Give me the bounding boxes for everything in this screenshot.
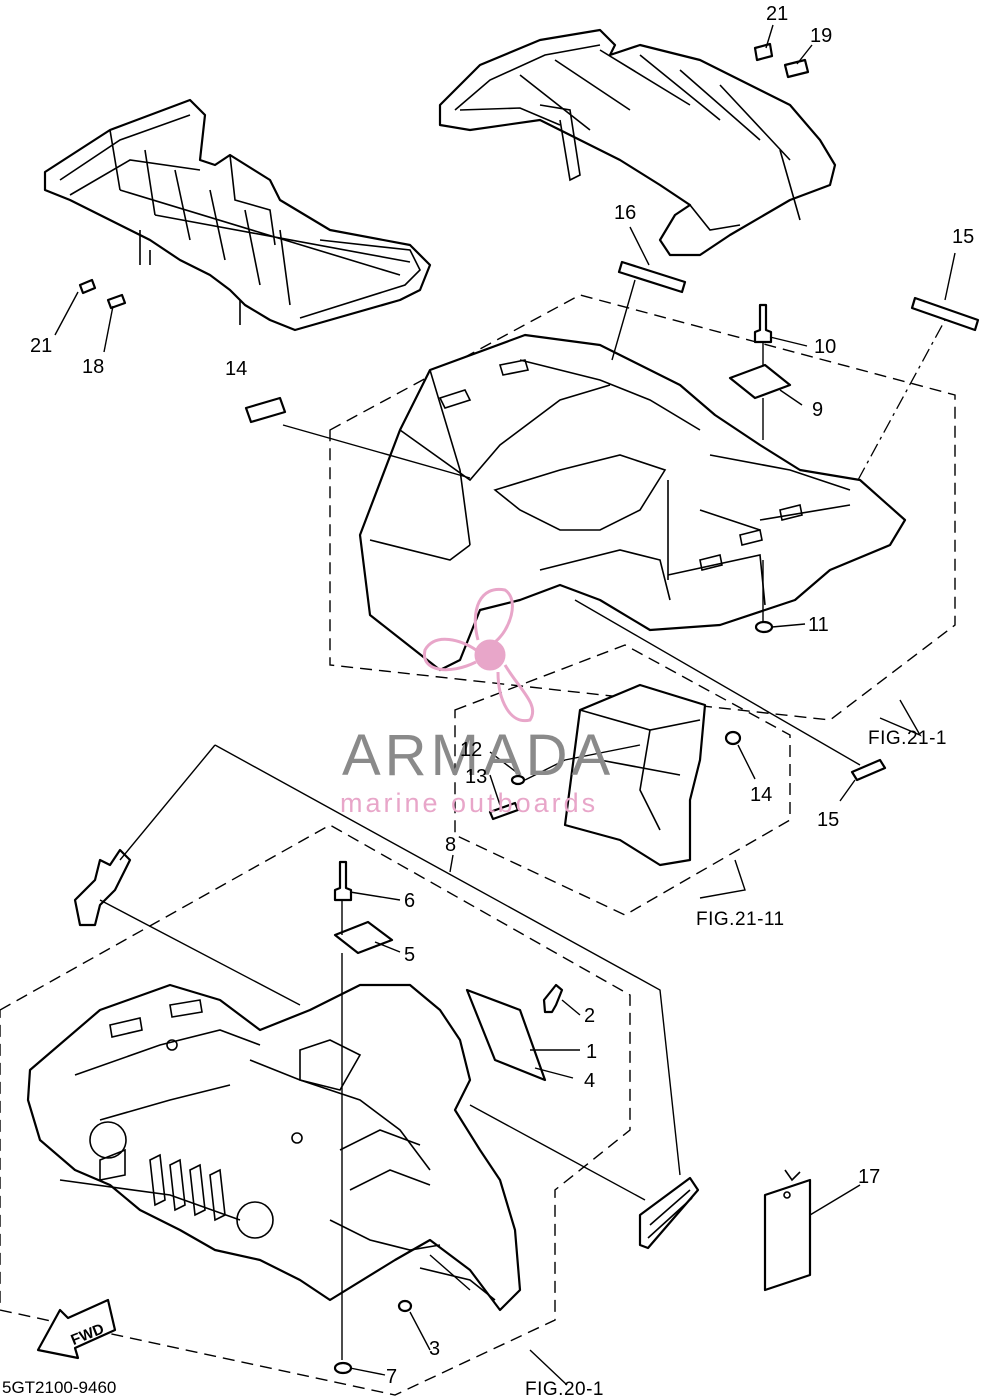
- callout-21-top: 21: [766, 3, 788, 25]
- rear-fender: [329, 294, 956, 721]
- decal-16: [910, 296, 980, 332]
- plate-5: [333, 920, 394, 955]
- washer-3: [397, 1299, 413, 1313]
- callout-7: 7: [386, 1366, 397, 1388]
- mud-flap: [454, 644, 791, 916]
- callout-13: 13: [465, 766, 487, 788]
- rivet-10: [753, 303, 773, 344]
- washer-11: [754, 620, 774, 634]
- callout-20: 19: [810, 25, 832, 47]
- fig-ref-21-11: FIG.21-11: [696, 909, 785, 930]
- bolt-13: [488, 801, 520, 821]
- front-carrier: [43, 98, 432, 332]
- front-fender: [0, 824, 631, 1396]
- rivet-2: [542, 983, 564, 1014]
- watermark-subtitle: marine outboards: [340, 788, 598, 818]
- reflector-15-lower: [850, 758, 887, 782]
- rear-carrier: [438, 28, 837, 257]
- callout-12: 12: [460, 739, 482, 761]
- callout-2: 2: [584, 1005, 595, 1027]
- watermark-title: ARMADA: [342, 723, 614, 788]
- fig-ref-20-1: FIG.20-1: [525, 1379, 604, 1400]
- callout-18: 17: [858, 1166, 880, 1188]
- front-carrier-labels: [78, 278, 127, 310]
- callout-14: 14: [750, 784, 772, 806]
- callout-19: 18: [82, 356, 104, 378]
- callout-11: 11: [808, 614, 829, 636]
- callout-4: 4: [584, 1070, 595, 1092]
- rivet-6: [333, 860, 353, 902]
- callout-15-lower: 15: [817, 809, 839, 831]
- callout-5: 5: [404, 944, 415, 966]
- washer-14: [724, 730, 742, 746]
- callout-15-upper: 14: [225, 358, 247, 380]
- callout-10: 10: [814, 336, 836, 358]
- propeller-logo: [423, 587, 535, 723]
- plate-9: [728, 363, 792, 400]
- diagram-code: 5GT2100-9460: [2, 1378, 116, 1397]
- leader-lines: [54, 24, 956, 1386]
- fig-ref-21-1: FIG.21-1: [868, 728, 947, 749]
- reflector-15-upper: [244, 396, 287, 424]
- plate-1: [465, 988, 547, 1082]
- callout-numbers: 21 19 16 15 21 18 14 10 9 11 12 13 14 15…: [30, 3, 974, 1388]
- callout-16: 15: [952, 226, 974, 248]
- callout-21-left: 21: [30, 335, 52, 357]
- tag-18: [763, 1169, 812, 1292]
- callout-3: 3: [429, 1338, 440, 1360]
- callout-1: 1: [586, 1041, 597, 1063]
- watermark: ARMADA marine outboards: [340, 587, 614, 818]
- washer-7: [333, 1361, 353, 1375]
- figure-references: FIG.21-1 FIG.21-11 FIG.20-1: [525, 728, 947, 1400]
- side-cover-8: [73, 848, 132, 927]
- callout-9: 9: [812, 399, 823, 421]
- callout-8: 8: [445, 834, 456, 856]
- callout-17: 16: [614, 202, 636, 224]
- emblem: [638, 1176, 700, 1250]
- callout-6: 6: [404, 890, 415, 912]
- decal-17: [617, 260, 687, 294]
- fwd-arrow: FWD: [36, 1298, 117, 1360]
- nut-12: [510, 774, 526, 786]
